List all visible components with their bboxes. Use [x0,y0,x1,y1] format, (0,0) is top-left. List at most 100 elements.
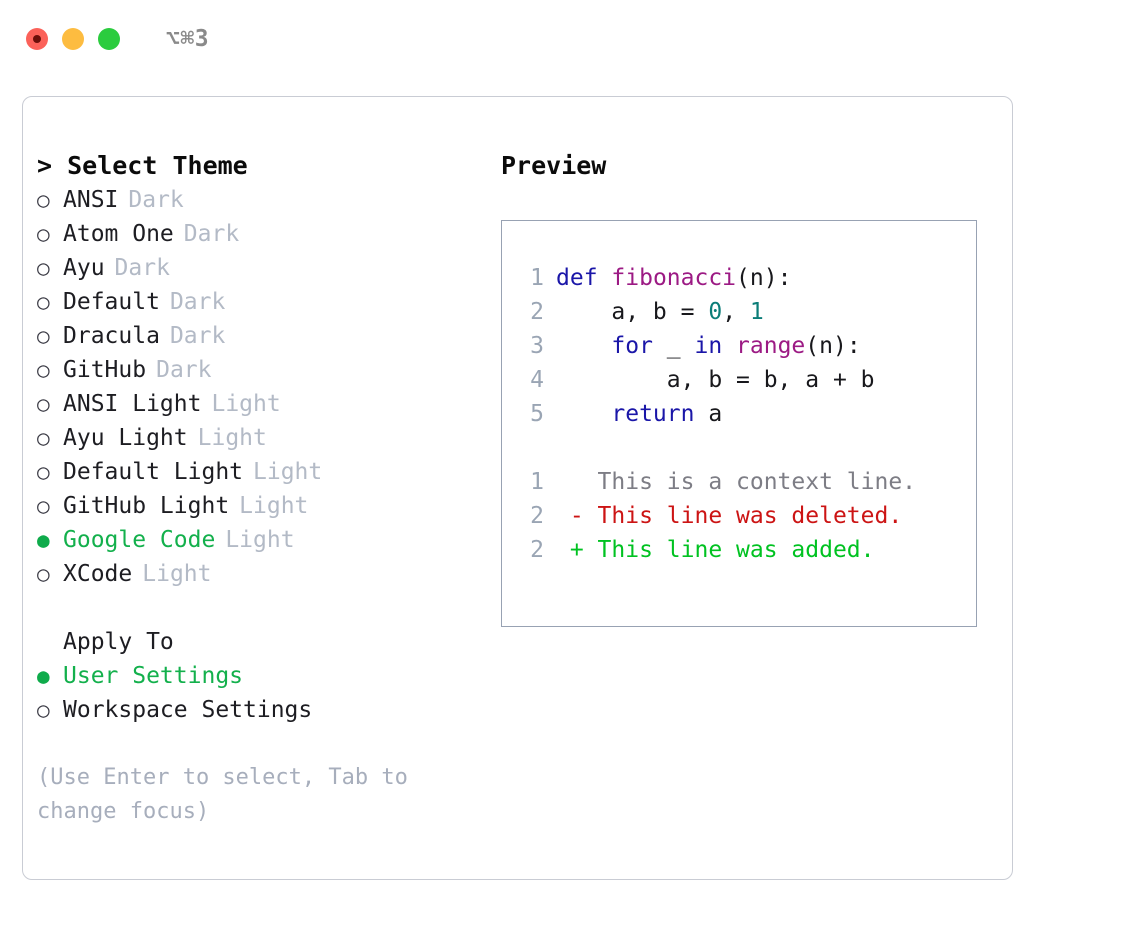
apply-to-option-user-settings[interactable]: ● User Settings [37,659,497,693]
theme-option-variant: Light [211,391,281,417]
diff-line: 1 This is a context line. [514,465,976,499]
radio-unselected-icon: ○ [37,324,50,348]
title-bar: ⌥⌘3 [0,0,1140,78]
theme-option-xcode[interactable]: ○ XCode Light [37,557,497,591]
theme-option-variant: Dark [156,357,212,383]
minimize-button[interactable] [62,28,84,50]
theme-option-variant: Light [253,459,323,485]
theme-option-label: ANSI [63,187,119,213]
preview-heading: Preview [501,151,607,180]
radio-selected-icon: ● [37,528,50,552]
keyboard-shortcut-label: ⌥⌘3 [166,26,210,52]
diff-line-number: 2 [530,503,544,529]
radio-unselected-icon: ○ [37,358,50,382]
theme-option-label: Ayu [63,255,105,281]
apply-to-heading: Apply To [63,629,174,655]
theme-option-ansi-light[interactable]: ○ ANSI Light Light [37,387,497,421]
window-controls [26,28,120,50]
code-line: 3 for _ in range(n): [514,329,976,363]
theme-option-google-code[interactable]: ● Google Code Light [37,523,497,557]
code-token-kw: in [694,333,723,359]
code-token-kw: for [611,333,653,359]
theme-option-label: Default [63,289,160,315]
radio-unselected-icon: ○ [37,562,50,586]
select-theme-heading: > Select Theme [37,151,248,180]
code-token-pl: a, b = b, a + b [666,367,875,393]
theme-option-variant: Light [142,561,212,587]
code-diff-gap [514,431,976,465]
code-token-num: 0 [708,299,723,325]
diff-line-text-ctx: This is a context line. [556,469,917,495]
radio-unselected-icon: ○ [37,460,50,484]
radio-unselected-icon: ○ [37,222,50,246]
theme-option-label: GitHub [63,357,147,383]
theme-option-variant: Dark [114,255,170,281]
list-spacer [37,591,497,625]
diff-line-text-del: - This line was deleted. [556,503,903,529]
code-line-text: a, b = b, a + b [556,363,875,397]
theme-option-label: Dracula [63,323,160,349]
theme-option-github[interactable]: ○ GitHub Dark [37,353,497,387]
code-token-fn: fibonacci [611,265,737,291]
theme-option-label: Google Code [63,527,216,553]
radio-unselected-icon: ○ [37,188,50,212]
theme-option-variant: Dark [183,221,240,247]
code-line: 4 a, b = b, a + b [514,363,976,397]
code-line-number: 5 [530,401,544,427]
theme-option-default[interactable]: ○ Default Dark [37,285,497,319]
code-token-pl [598,265,612,291]
theme-option-variant: Dark [169,289,226,315]
code-line-text: for _ in range(n): [556,329,861,363]
code-line-text: def fibonacci(n): [556,261,791,295]
theme-option-dracula[interactable]: ○ Dracula Dark [37,319,497,353]
code-line: 5 return a [514,397,976,431]
diff-line: 2 + This line was added. [514,533,976,567]
code-line: 2 a, b = 0, 1 [514,295,976,329]
diff-line-text-add: + This line was added. [556,537,875,563]
theme-option-label: Ayu Light [63,425,188,451]
keyboard-hint-text: (Use Enter to select, Tab to change focu… [37,765,408,824]
code-token-pl: _ [652,333,695,359]
theme-option-variant: Light [225,527,295,553]
theme-option-variant: Dark [169,323,226,349]
diff-line-number: 1 [530,469,544,495]
theme-option-variant: Dark [128,187,184,213]
radio-unselected-icon: ○ [37,290,50,314]
apply-to-option-workspace-settings[interactable]: ○Workspace Settings [37,693,497,727]
code-token-num: 1 [749,299,764,325]
theme-option-atom-one[interactable]: ○ Atom One Dark [37,217,497,251]
code-line-text: return a [556,397,722,431]
code-line-number: 4 [530,367,544,393]
radio-unselected-icon: ○ [37,392,50,416]
code-token-kw: return [611,401,695,427]
code-token-fn: range [736,333,806,359]
radio-unselected-icon: ○ [37,494,50,518]
apply-to-option-label: Workspace Settings [63,697,313,723]
diff-line-number: 2 [530,537,544,563]
code-token-pl: (n): [736,265,792,291]
code-token-pl: (n): [805,333,861,359]
zoom-button[interactable] [98,28,120,50]
apply-to-list[interactable]: ● User Settings ○Workspace Settings [37,659,497,727]
theme-option-label: XCode [63,561,133,587]
theme-option-label: ANSI Light [63,391,202,417]
code-line-number: 3 [530,333,544,359]
diff-sample: 1 This is a context line. 2 - This line w… [514,465,976,567]
apply-to-option-label: User Settings [63,663,244,689]
close-button[interactable] [26,28,48,50]
theme-option-ansi[interactable]: ○ ANSI Dark [37,183,497,217]
code-token-pl: , [722,299,750,325]
radio-selected-icon: ● [37,664,50,688]
code-token-pl: a, b = [611,299,709,325]
theme-option-label: Atom One [63,221,174,247]
